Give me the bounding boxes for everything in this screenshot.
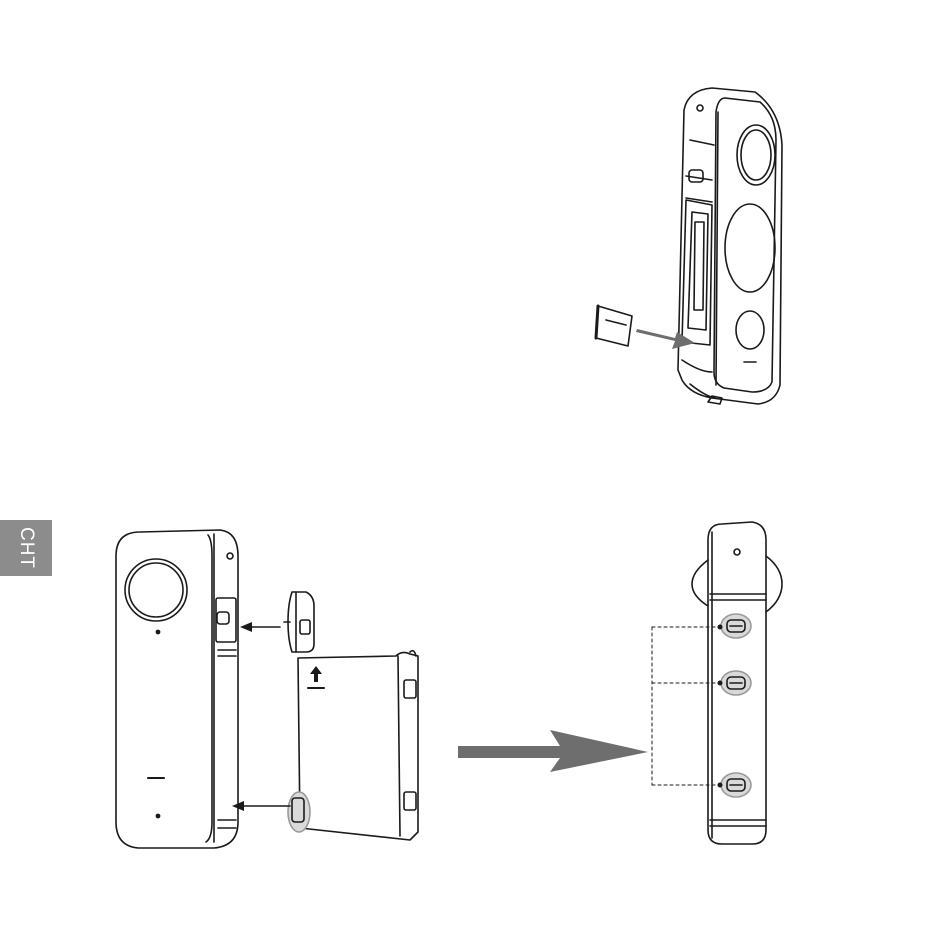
latch-lower-icon	[721, 773, 751, 797]
shutter-button-icon	[736, 311, 764, 349]
insert-microsd-illustration	[596, 88, 782, 404]
attach-arrow-lower	[232, 801, 290, 811]
camera-body-angled	[678, 88, 782, 404]
callout-dot	[718, 681, 723, 686]
side-lens-bulge-icon	[692, 556, 782, 612]
upper-cover-piece	[284, 592, 314, 652]
dashed-callout-bracket	[652, 627, 720, 785]
camera-body-front	[116, 530, 238, 848]
side-view-illustration	[652, 522, 782, 844]
attach-covers-illustration	[116, 530, 418, 848]
latch-upper-icon	[721, 614, 751, 638]
up-arrow-icon	[308, 666, 324, 688]
mic-hole-icon	[156, 814, 159, 817]
latch-middle-icon	[721, 671, 751, 695]
process-arrow-icon	[458, 730, 648, 772]
attach-arrow-upper	[240, 622, 280, 632]
microsd-card-icon	[596, 306, 632, 346]
insert-arrow-icon	[636, 329, 695, 349]
mic-hole-icon	[156, 630, 159, 633]
callout-dot	[718, 783, 723, 788]
callout-dot	[718, 625, 723, 630]
front-lens-icon	[125, 559, 187, 621]
lens-circle-icon	[725, 204, 775, 292]
upper-lens-icon	[737, 125, 775, 185]
